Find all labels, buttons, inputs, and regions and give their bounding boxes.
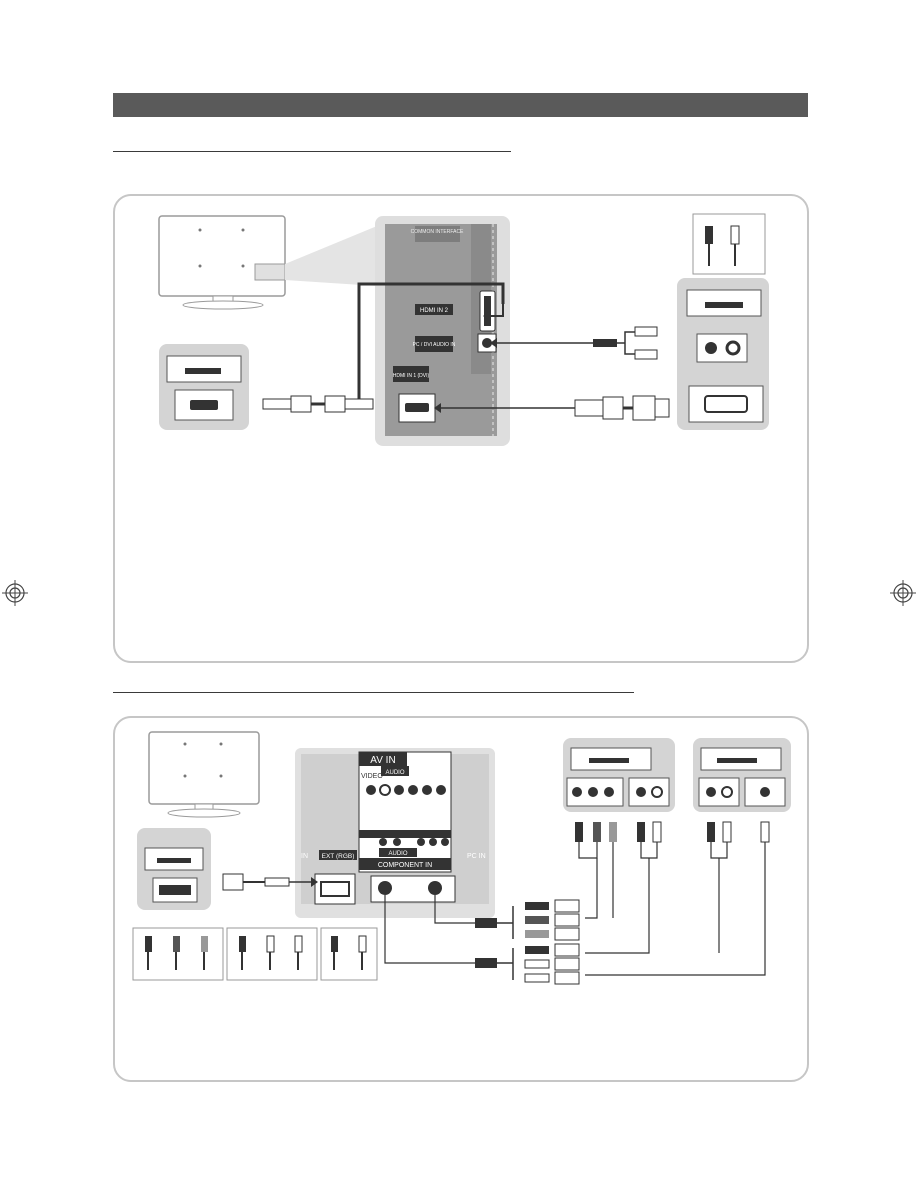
rca-plug-icon [132,927,378,981]
rca-plug-icon [692,213,766,275]
tv-icon [158,215,377,310]
audio-label: AUDIO [385,770,404,776]
common-interface-label: COMMON INTERFACE [411,229,464,235]
tv-connector-panel: COMMON INTERFACE HDMI IN 2 PC / DVI AUDI… [375,216,510,446]
audio-cable-icon [490,326,658,360]
av-component-connection-panel: AV IN VIDEO AUDIO AUDIO COMPONENT IN IN … [113,716,809,1082]
tv-icon [148,731,260,818]
dvi-cable-icon [434,395,670,421]
hdmi-in-1-dvi-label: HDMI IN 1 (DVI) [393,373,430,379]
hdmi-device-icon [159,344,249,430]
ext-rgb-label: EXT (RGB) [322,853,355,860]
section-header-bar [113,93,808,117]
component-device-icon [563,738,675,812]
scart-device-icon [137,828,211,910]
av-component-adapter-icon [475,899,580,985]
subsection-underline-2 [113,692,634,693]
hdmi-connection-panel: COMMON INTERFACE HDMI IN 2 PC / DVI AUDI… [113,194,809,663]
av-in-label: AV IN [370,755,395,766]
in-label: IN [301,853,308,860]
component-in-label: COMPONENT IN [378,862,432,869]
pc-dvi-audio-in-label: PC / DVI AUDIO IN [413,342,456,348]
scart-cable-icon [222,873,318,891]
audio-label-2: AUDIO [388,851,407,857]
rca-plug-icon [575,821,770,843]
pc-in-label: PC IN [467,853,486,860]
video-label: VIDEO [361,773,383,780]
hdmi-in-2-label: HDMI IN 2 [420,308,449,314]
registration-mark-icon [2,580,28,606]
subsection-underline-1 [113,151,511,152]
hdmi-cable-icon [262,282,505,413]
registration-mark-icon [890,580,916,606]
pc-device-icon [677,278,769,430]
component-cable-icon [384,842,766,976]
tv-connector-panel: AV IN VIDEO AUDIO AUDIO COMPONENT IN IN … [295,748,495,918]
av-device-icon [693,738,791,812]
